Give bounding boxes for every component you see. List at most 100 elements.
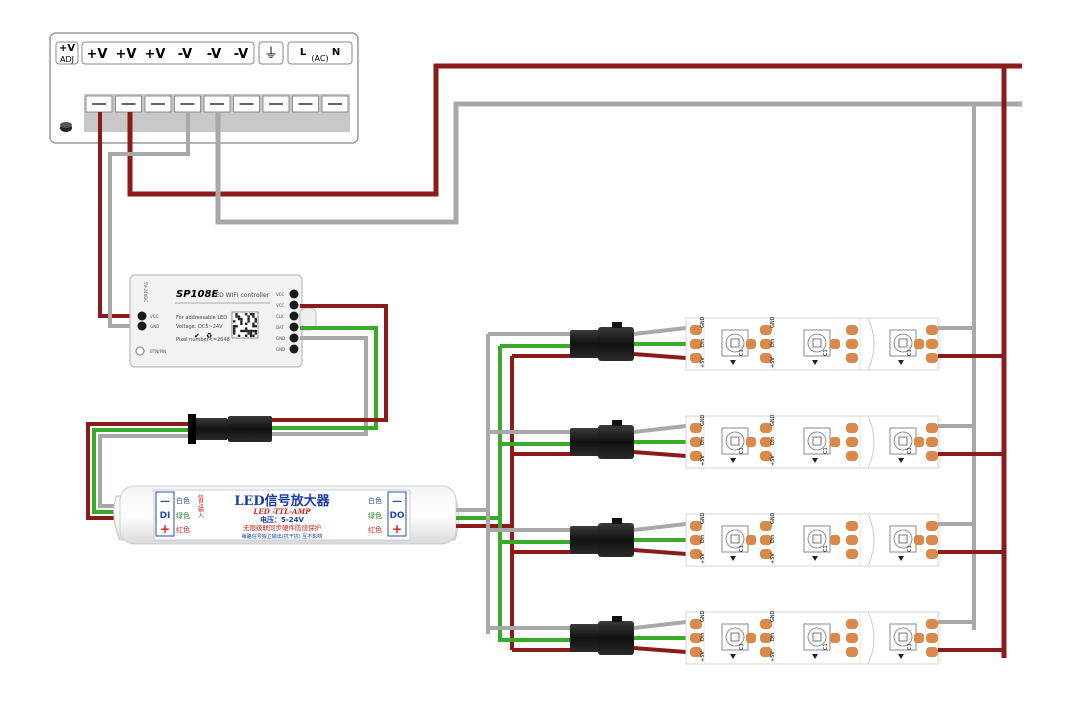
strip-solder-pad xyxy=(846,549,858,559)
strip-solder-pad xyxy=(926,549,938,559)
strip-label-din: Din xyxy=(700,437,706,445)
strip-label-gnd: GND xyxy=(770,414,776,426)
controller-pin-right xyxy=(289,300,299,310)
strip-solder-pad xyxy=(846,437,858,447)
strip-solder-pad xyxy=(846,619,858,629)
psu-ac-sub: (AC) xyxy=(311,54,328,63)
green-wire-controller-out xyxy=(300,326,378,430)
amp-left-color-1: 绿色 xyxy=(176,511,190,520)
strip-label-5v: +5V xyxy=(770,455,776,466)
strip-solder-pad xyxy=(926,353,938,363)
strip-label-din: Din xyxy=(770,633,776,641)
controller-right-pin-label: GND xyxy=(276,336,285,341)
strip-cap-label: C1 xyxy=(907,545,913,552)
amp-voltage: 电压：5-24V xyxy=(260,515,305,524)
strip-solder-pad xyxy=(926,423,938,433)
strip-solder-pad xyxy=(760,353,772,363)
strip-solder-pad xyxy=(760,633,772,643)
amp-left-di: DI xyxy=(160,511,171,521)
psu-screw-row xyxy=(85,95,349,113)
capacitor xyxy=(914,535,924,545)
controller-pin-gnd-left xyxy=(137,321,147,331)
strip-label-5v: +5V xyxy=(700,651,706,662)
amp-desc-2: 每路信号独立输出(抗干扰) 互不影响 xyxy=(242,533,323,540)
strip-connector xyxy=(570,624,600,652)
amp-right-color-0: 白色 xyxy=(368,496,382,505)
strip-solder-pad xyxy=(926,521,938,531)
controller-top-vertical: 5V-24VDC xyxy=(143,282,148,302)
strip-connector xyxy=(570,330,600,358)
strip-solder-pad xyxy=(846,633,858,643)
strip-label-din: Din xyxy=(770,437,776,445)
strip-solder-pad xyxy=(846,423,858,433)
amp-left-minus: — xyxy=(160,496,170,507)
red-wire-to-amp xyxy=(86,422,188,520)
strip-solder-pad xyxy=(690,451,702,461)
gray-wire-controller-out xyxy=(300,336,368,436)
strip-solder-pad xyxy=(690,521,702,531)
controller-right-pin-label: VCC xyxy=(276,303,285,308)
strip-cap-label: C1 xyxy=(823,643,829,650)
strip-label-5v: +5V xyxy=(700,357,706,368)
controller-left-pin-0: VCC xyxy=(150,314,159,319)
amp-right-plus: + xyxy=(392,522,402,536)
strip-solder-pad xyxy=(846,353,858,363)
controller-right-pin-label: CLK xyxy=(276,314,284,319)
strip-label-gnd: GND xyxy=(770,512,776,524)
controller-spec-0: For addressable LED xyxy=(176,315,227,321)
amp-right-do: DO xyxy=(389,511,404,521)
amp-left-plus: + xyxy=(160,522,170,536)
psu-ac-box xyxy=(287,41,353,65)
strip-solder-pad xyxy=(926,633,938,643)
capacitor xyxy=(914,437,924,447)
psu-terminal-5: -V xyxy=(234,47,249,62)
controller-button-label: BTN/PIN xyxy=(150,349,166,354)
controller-button[interactable] xyxy=(135,346,145,356)
capacitor xyxy=(830,633,840,643)
red-power-bus xyxy=(127,63,1022,197)
strip-label-din: Din xyxy=(770,535,776,543)
svg-text:✔: ✔ xyxy=(194,332,200,340)
psu-terminal-4: -V xyxy=(207,47,222,62)
strip-label-gnd: GND xyxy=(700,316,706,328)
gray-wire-to-controller xyxy=(108,112,190,328)
controller-model: SP108E xyxy=(176,289,218,300)
psu-adj-label-box xyxy=(55,41,79,65)
gray-wire-to-amp xyxy=(98,434,188,508)
strip-solder-pad xyxy=(926,339,938,349)
strip-solder-pad xyxy=(760,647,772,657)
controller-right-pin-label: VCC xyxy=(276,292,285,297)
strip-solder-pad xyxy=(690,353,702,363)
controller-spec-1: Voltage: DC5~24V xyxy=(176,324,223,330)
strip-label-5v: +5V xyxy=(770,553,776,564)
controller-left-pin-1: GND xyxy=(150,324,159,329)
amp-title: LED信号放大器 xyxy=(234,493,330,509)
strip-cap-label: C1 xyxy=(907,349,913,356)
green-wire-to-amp xyxy=(92,428,188,514)
strip-label-gnd: GND xyxy=(700,414,706,426)
psu-wires xyxy=(98,63,1022,658)
strip-solder-pad xyxy=(690,339,702,349)
strip-label-din: Din xyxy=(700,339,706,347)
strip-cap-label: C1 xyxy=(907,643,913,650)
controller-pin-right xyxy=(289,333,299,343)
capacitor xyxy=(746,535,756,545)
strip-solder-pad xyxy=(690,619,702,629)
strip-solder-pad xyxy=(760,619,772,629)
strip-solder-pad xyxy=(760,339,772,349)
psu-adj-top: +V xyxy=(59,43,75,54)
strip-solder-pad xyxy=(926,619,938,629)
qr-code-icon xyxy=(231,311,259,339)
strip-solder-pad xyxy=(926,451,938,461)
psu-earth-box xyxy=(258,41,284,65)
psu-adj-bottom: ADJ xyxy=(60,55,74,64)
strip-solder-pad xyxy=(690,633,702,643)
mid-connector xyxy=(86,414,380,520)
strip-label-5v: +5V xyxy=(700,553,706,564)
strip-solder-pad xyxy=(690,549,702,559)
certification-icons: ✔ ♻ xyxy=(194,332,212,340)
controller-output-wires xyxy=(300,304,388,436)
